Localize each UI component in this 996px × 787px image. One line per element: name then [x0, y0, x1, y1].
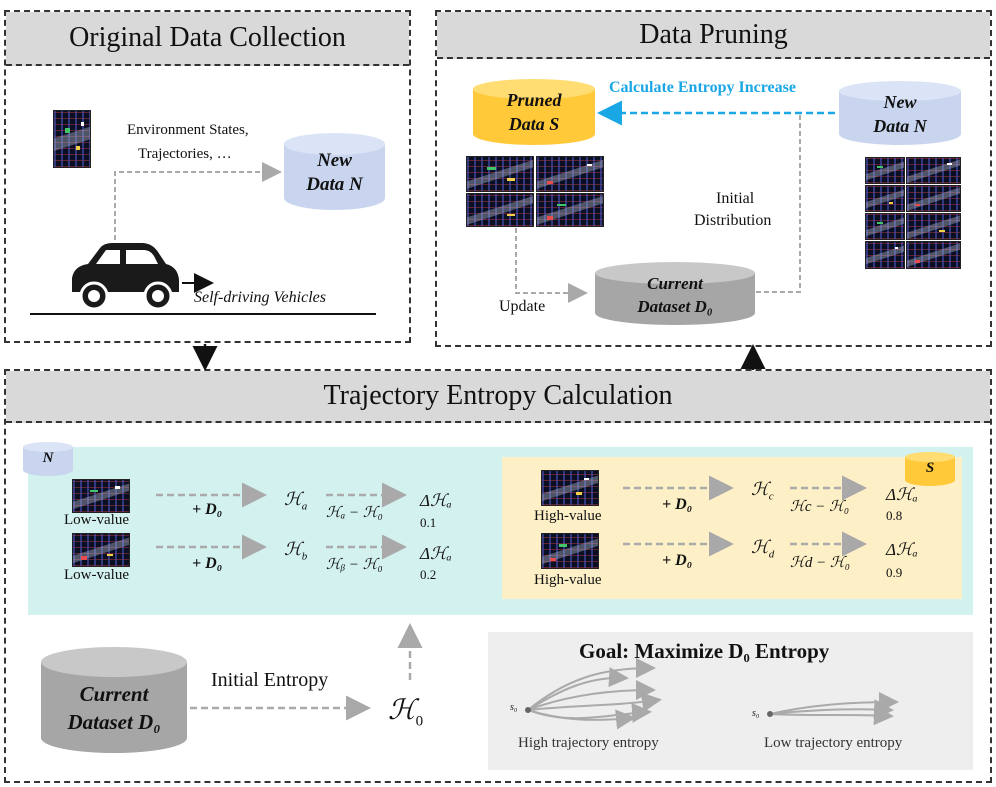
h-b-label: ℋb — [284, 539, 308, 563]
pruned-scene-thumbnail-2 — [536, 156, 604, 192]
plus-d0-label-2: + D₀ — [192, 555, 223, 572]
panel-data-pruning: Data Pruning — [435, 10, 992, 347]
diff-c-label: ℋc − ℋ₀ — [790, 499, 850, 515]
initial-distribution-connector — [756, 113, 801, 293]
new-scene-thumbnail-4 — [906, 185, 961, 212]
low-value-thumbnail-2 — [72, 533, 130, 567]
delta-value-3: 0.8 — [886, 508, 903, 523]
new-scene-thumbnail-7 — [865, 241, 905, 269]
pruned-data-s-cylinder: Pruned Data S — [472, 78, 596, 146]
h0-label: ℋ0 — [388, 695, 424, 730]
car-icon — [66, 240, 182, 312]
goal-title: Goal: Maximize D₀ Entropy — [579, 639, 830, 663]
s0-point-low — [767, 711, 773, 717]
low-entropy-trajectories — [769, 692, 899, 726]
new-scene-thumbnail-6 — [906, 213, 961, 240]
initial-entropy-label: Initial Entropy — [211, 669, 329, 691]
delta-value-1: 0.1 — [420, 515, 437, 530]
panel-original-data-collection: Original Data Collection — [4, 10, 411, 343]
initial-label: Initial — [716, 190, 755, 207]
delta-a-label-2: Δℋₐ — [420, 544, 452, 563]
update-label: Update — [499, 298, 546, 315]
calculate-entropy-increase-label: Calculate Entropy Increase — [609, 79, 796, 96]
diff-a-label: ℋₐ − ℋ₀ — [326, 505, 383, 521]
h-d-label: ℋd — [751, 537, 775, 561]
high-value-thumbnail-2 — [541, 533, 599, 569]
delta-value-2: 0.2 — [420, 567, 437, 582]
s0-label-high: s₀ — [510, 702, 518, 713]
sensor-snapshot-thumbnail — [53, 110, 91, 168]
s0-label-low: s₀ — [752, 708, 760, 719]
delta-a-label-1: Δℋₐ — [420, 491, 452, 510]
high-trajectory-entropy-label: High trajectory entropy — [518, 735, 659, 751]
high-value-label-2: High-value — [534, 572, 602, 588]
new-scene-thumbnail-3 — [865, 185, 905, 212]
new-scene-thumbnail-5 — [865, 213, 905, 240]
diff-d-label: ℋd − ℋ₀ — [790, 555, 850, 571]
pruned-scene-thumbnail-3 — [466, 193, 534, 227]
current-dataset-cylinder-entropy: Current Dataset D₀ — [40, 646, 188, 754]
panel-title-data-pruning: Data Pruning — [437, 12, 990, 59]
current-dataset-cylinder-pruning: Current Dataset D₀ — [594, 261, 756, 325]
pruned-scene-thumbnail-1 — [466, 156, 534, 192]
distribution-label: Distribution — [694, 212, 772, 229]
self-driving-vehicles-label: Self-driving Vehicles — [194, 289, 326, 306]
s0-point-high — [525, 707, 531, 713]
high-value-thumbnail-1 — [541, 470, 599, 506]
new-data-n-cylinder-collection: New Data N — [283, 132, 386, 212]
low-value-label-1: Low-value — [64, 512, 129, 528]
plus-d0-label-3: + D₀ — [662, 496, 693, 513]
panel-title-original-data-collection: Original Data Collection — [6, 12, 409, 66]
plus-d0-label-4: + D₀ — [662, 552, 693, 569]
new-data-n-cylinder-pruning: New Data N — [838, 80, 962, 146]
env-states-label: Environment States, — [127, 122, 249, 138]
delta-a-label-3: Δℋₐ — [886, 485, 918, 504]
trajectories-label: Trajectories, … — [138, 146, 232, 162]
new-scene-thumbnail-2 — [906, 157, 961, 184]
vehicle-to-data-arrow — [114, 162, 282, 240]
s-badge-cylinder: S — [904, 451, 956, 487]
low-trajectory-entropy-label: Low trajectory entropy — [764, 735, 903, 751]
delta-value-4: 0.9 — [886, 565, 903, 580]
panel-trajectory-entropy: Trajectory Entropy Calculation — [4, 369, 992, 783]
n-badge-cylinder: N — [22, 441, 74, 477]
h-a-label: ℋa — [284, 489, 308, 513]
h-c-label: ℋc — [751, 479, 774, 503]
plus-d0-label-1: + D₀ — [192, 501, 223, 518]
low-value-label-2: Low-value — [64, 567, 129, 583]
delta-a-label-4: Δℋₐ — [886, 540, 918, 559]
low-value-thumbnail-1 — [72, 479, 130, 513]
diff-b-label: ℋᵦ − ℋ₀ — [326, 557, 383, 573]
new-scene-thumbnail-1 — [865, 157, 905, 184]
new-scene-thumbnail-8 — [906, 241, 961, 269]
high-value-label-1: High-value — [534, 508, 602, 524]
update-arrow — [515, 228, 588, 303]
high-entropy-trajectories — [527, 658, 662, 730]
panel-title-trajectory-entropy: Trajectory Entropy Calculation — [6, 371, 990, 423]
pruned-scene-thumbnail-4 — [536, 193, 604, 227]
